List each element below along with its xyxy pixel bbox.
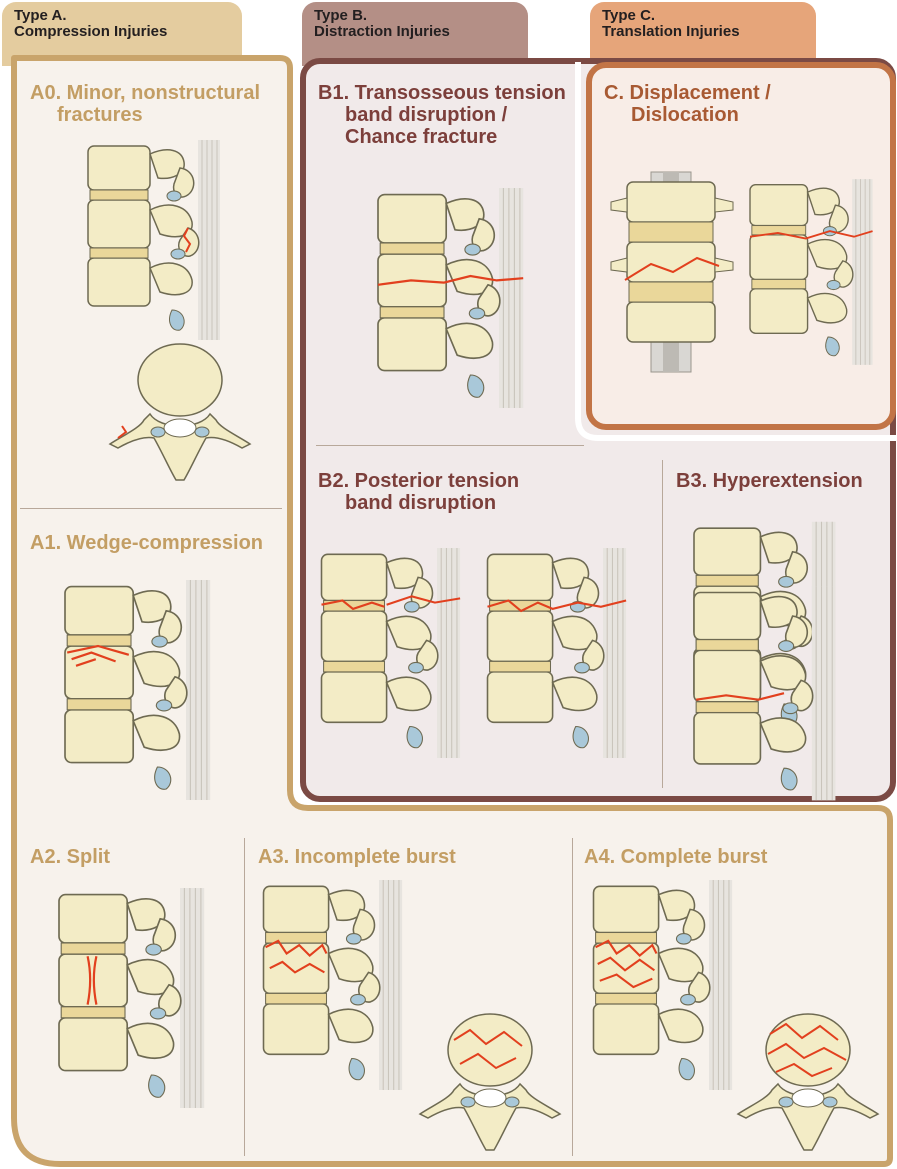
heading-a4: A4. Complete burst xyxy=(584,846,767,868)
heading-a0: A0. Minor, nonstructural fractures xyxy=(30,82,260,126)
heading-a3: A3. Incomplete burst xyxy=(258,846,456,868)
divider-a2-a3 xyxy=(244,838,245,1156)
a4-lateral-figure xyxy=(592,880,742,1090)
b3-lateral-figure xyxy=(694,520,844,770)
a1-lateral-figure xyxy=(62,580,222,800)
divider-b2-b3 xyxy=(662,460,663,788)
c-ap-figure xyxy=(610,172,734,372)
b1-lateral-figure xyxy=(370,188,540,408)
heading-a1: A1. Wedge-compression xyxy=(30,532,263,554)
divider-b1-b2 xyxy=(316,445,584,446)
heading-b1-line3: Chance fracture xyxy=(318,126,566,148)
a4-axial-figure xyxy=(738,1010,878,1160)
b2-lateral-figure-right xyxy=(486,548,636,758)
heading-a2: A2. Split xyxy=(30,846,110,868)
heading-b2-line1: B2. Posterior tension xyxy=(318,470,519,492)
a3-lateral-figure xyxy=(262,880,412,1090)
divider-a3-a4 xyxy=(572,838,573,1156)
b2-lateral-figure-left xyxy=(320,548,470,758)
heading-b1-line1: B1. Transosseous tension xyxy=(318,82,566,104)
heading-b2-line2: band disruption xyxy=(318,492,519,514)
a0-axial-figure xyxy=(110,340,250,490)
heading-c: C. Displacement / Dislocation xyxy=(604,82,771,126)
a3-axial-figure xyxy=(420,1010,560,1160)
a0-lateral-figure xyxy=(88,140,228,340)
heading-b1: B1. Transosseous tension band disruption… xyxy=(318,82,566,148)
heading-a0-line1: A0. Minor, nonstructural xyxy=(30,82,260,104)
heading-b3: B3. Hyperextension xyxy=(676,470,863,492)
heading-a0-line2: fractures xyxy=(30,104,260,126)
a2-lateral-figure xyxy=(56,888,216,1108)
heading-c-line2: Dislocation xyxy=(604,104,771,126)
c-lateral-figure xyxy=(750,172,880,372)
heading-b1-line2: band disruption / xyxy=(318,104,566,126)
divider-a0-a1 xyxy=(20,508,282,509)
heading-b2: B2. Posterior tension band disruption xyxy=(318,470,519,514)
heading-c-line1: C. Displacement / xyxy=(604,82,771,104)
